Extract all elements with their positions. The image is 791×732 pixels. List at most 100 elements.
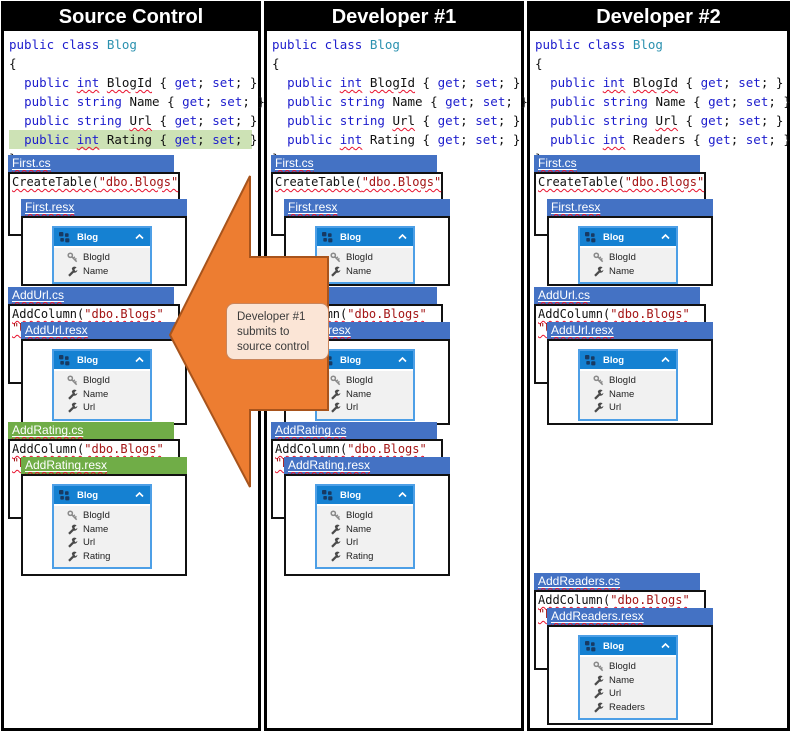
file-name-text: First.resx: [25, 200, 75, 214]
wrench-icon: [67, 524, 78, 535]
code-token: string: [76, 113, 122, 128]
code-token: ;: [497, 132, 513, 147]
code-token: public: [24, 75, 77, 90]
resx-file-header: First.resx: [284, 199, 450, 216]
key-icon: [67, 252, 78, 263]
code-token: set: [475, 75, 498, 90]
code-line: public string Url { get; set; }: [272, 111, 521, 130]
code-token: int: [602, 132, 626, 147]
code-token: AddColumn(: [538, 593, 611, 607]
code-token: [99, 132, 107, 147]
wrench-icon: [593, 688, 604, 699]
code-token: ;: [234, 75, 250, 90]
entity-field-row: Url: [580, 687, 676, 701]
entity-field-row: BlogId: [54, 374, 150, 388]
wrench-icon: [593, 266, 604, 277]
code-line: public string Name { get; set; }: [9, 92, 265, 111]
code-token: {: [152, 75, 175, 90]
file-name-text: AddRating.cs: [275, 423, 347, 437]
code-token: public: [24, 132, 77, 147]
code-token: Blog: [632, 37, 663, 52]
code-token: {: [422, 94, 446, 109]
entity-field-row: BlogId: [580, 374, 676, 388]
migration-code-line: AddColumn("dbo.Blogs": [538, 593, 704, 607]
field-label: Readers: [609, 701, 645, 713]
entity-name: Blog: [340, 231, 362, 243]
code-token: AddColumn(: [12, 442, 85, 456]
code-token: ;: [460, 75, 476, 90]
code-token: set: [738, 113, 761, 128]
resx-file-header: First.resx: [21, 199, 187, 216]
field-label: BlogId: [609, 252, 636, 264]
code-token: string: [602, 94, 648, 109]
cs-file-header: AddUrl.cs: [8, 287, 174, 304]
entity-field-row: Url: [580, 401, 676, 415]
wrench-icon: [330, 537, 341, 548]
code-token: public: [24, 94, 77, 109]
key-icon: [330, 510, 341, 521]
code-token: string: [339, 94, 385, 109]
chevron-up-icon: [135, 492, 144, 498]
code-token: [9, 132, 24, 147]
code-token: ;: [730, 94, 746, 109]
class-code-block: public class Blog{ public int BlogId { g…: [530, 31, 791, 170]
entity-icon: [322, 489, 333, 501]
code-token: int: [76, 75, 100, 90]
migration-code-line: AddColumn("dbo.Blogs": [12, 307, 178, 321]
code-token: {: [678, 75, 701, 90]
entity-field-row: BlogId: [580, 660, 676, 674]
entity-field-row: Name: [317, 388, 413, 402]
highlighted-code-line: public int Rating { get; set; }: [9, 130, 257, 149]
field-label: BlogId: [346, 510, 373, 522]
chevron-up-icon: [398, 492, 407, 498]
code-token: ;: [497, 113, 513, 128]
resx-file-header: AddRating.resx: [284, 457, 450, 474]
code-token: [99, 75, 107, 90]
code-token: public class: [9, 37, 107, 52]
migration-code-line: AddColumn("dbo.Blogs": [12, 442, 178, 456]
code-token: Url: [129, 113, 153, 128]
entity-field-row: BlogId: [317, 374, 413, 388]
code-token: public: [550, 94, 603, 109]
class-code-block: public class Blog{ public int BlogId { g…: [267, 31, 528, 170]
file-name-text: First.resx: [288, 200, 338, 214]
field-label: BlogId: [83, 252, 110, 264]
field-label: Name: [346, 265, 372, 277]
code-token: set: [745, 132, 769, 147]
code-token: [535, 113, 550, 128]
key-icon: [67, 375, 78, 386]
chevron-up-icon: [661, 234, 670, 240]
code-token: {: [415, 132, 438, 147]
code-token: ;: [467, 94, 483, 109]
code-token: Blog: [369, 37, 400, 52]
code-token: [272, 75, 287, 90]
code-token: CreateTable(: [275, 175, 362, 189]
code-token: string: [602, 113, 648, 128]
code-token: ;: [760, 75, 776, 90]
code-token: BlogId: [106, 75, 153, 90]
code-line: public class Blog: [9, 35, 258, 54]
entity-field-row: Name: [54, 523, 150, 537]
code-token: ;: [760, 113, 776, 128]
field-label: BlogId: [609, 375, 636, 387]
code-token: get: [174, 75, 198, 90]
code-token: get: [700, 75, 724, 90]
code-token: ;: [460, 113, 476, 128]
entity-icon: [585, 231, 596, 243]
cs-file-header: First.cs: [271, 155, 437, 172]
code-line: public string Name { get; set; }: [272, 92, 528, 111]
code-line: public int BlogId { get; set; }: [9, 73, 258, 92]
code-token: "dbo.Blogs": [624, 175, 705, 189]
code-token: public: [550, 75, 603, 90]
code-token: "dbo.Blogs": [84, 307, 164, 321]
